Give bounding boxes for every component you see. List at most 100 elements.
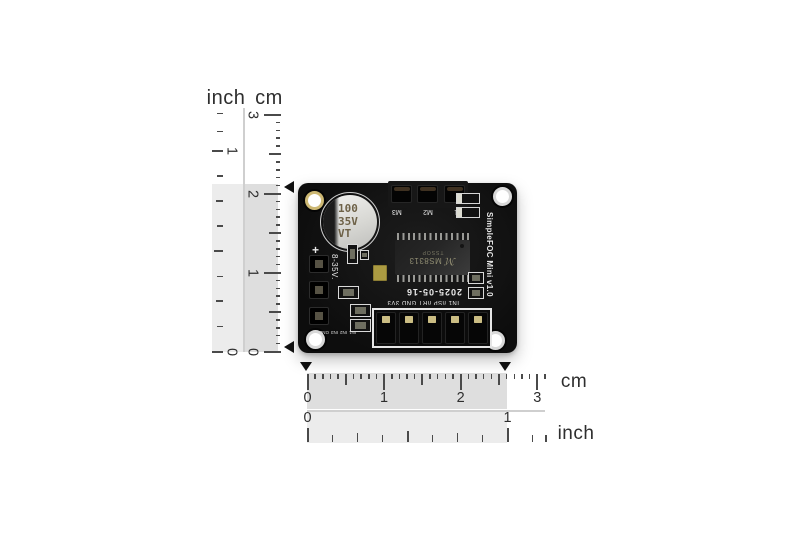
v-cm-tick-minor: [276, 129, 280, 132]
capacitor-voltage: 35V: [338, 214, 358, 228]
v-cm-tick-minor: [276, 303, 280, 305]
h-cm-tick-major: [383, 374, 386, 390]
v-inch-tick-eighth: [217, 175, 223, 177]
h-inch-tick-eighth: [545, 435, 547, 442]
h-cm-tick-minor: [513, 374, 516, 379]
v-cm-tick-minor: [276, 224, 280, 226]
corner-label-in1: IN1: [349, 330, 357, 335]
v-cm-tick-half: [269, 311, 281, 313]
board-height-shade-inch: [212, 184, 244, 352]
power-plus-label: +: [312, 243, 320, 257]
h-inch-number: 0: [303, 410, 312, 426]
v-cm-tick-major: [264, 113, 281, 116]
v-cm-tick-minor: [276, 263, 280, 266]
ic-pin1-dot: [460, 244, 464, 248]
header-pin-column: [376, 312, 396, 344]
h-cm-tick-minor: [413, 374, 416, 379]
date-code: 2025-05-16: [405, 287, 463, 297]
v-inch-number: 0: [223, 347, 240, 356]
h-inch-tick-eighth: [531, 435, 534, 442]
v-inch-tick-eighth: [217, 130, 223, 133]
header-pin-labels: IN1 nSP nRT GND 3V3: [387, 299, 459, 305]
v-cm-tick-minor: [276, 208, 280, 211]
v-cm-number: 3: [244, 110, 261, 119]
h-cm-tick-minor: [475, 374, 477, 379]
h-cm-tick-minor: [329, 374, 332, 379]
v-cm-tick-minor: [276, 240, 280, 242]
smd-resistor-6: [468, 272, 484, 284]
h-inch-tick-major: [506, 428, 509, 442]
v-inch-tick-eighth: [217, 225, 223, 227]
board-width-shade-cm: [307, 373, 507, 409]
corner-label-in2: IN2: [340, 330, 348, 335]
smd-resistor-4: [350, 304, 371, 317]
h-cm-tick-minor: [352, 374, 355, 379]
v-cm-tick-minor: [276, 248, 280, 250]
horizontal-ruler-inch-label: inch: [557, 423, 595, 444]
v-inch-tick-eighth: [217, 325, 223, 328]
h-inch-number: 1: [503, 410, 512, 426]
h-cm-tick-minor: [337, 374, 339, 379]
h-cm-tick-minor: [360, 374, 362, 379]
width-marker-right-icon: [499, 362, 511, 371]
h-cm-tick-minor: [322, 374, 324, 379]
h-cm-tick-minor: [368, 374, 370, 379]
v-cm-tick-minor: [276, 287, 280, 290]
v-cm-tick-major: [264, 350, 281, 353]
v-cm-tick-minor: [276, 200, 280, 203]
motor-label-m2: M2: [423, 208, 433, 215]
smd-resistor-7: [468, 287, 484, 299]
v-cm-tick-minor: [276, 327, 280, 329]
h-inch-tick-half: [406, 431, 409, 442]
status-led-1: [456, 193, 480, 204]
motor-label-m3: M3: [392, 208, 402, 215]
h-cm-tick-minor: [314, 374, 316, 379]
header-pin-column: [468, 312, 488, 344]
h-cm-tick-minor: [429, 374, 431, 379]
corner-label-gnd: GND: [319, 330, 329, 335]
v-inch-tick-eighth: [217, 275, 223, 278]
h-cm-tick-minor: [444, 374, 447, 379]
ic-package: TSSOP: [421, 249, 444, 255]
h-inch-tick-eighth: [431, 435, 434, 442]
vertical-ruler-inch-label: inch: [206, 87, 246, 109]
h-cm-tick-half: [498, 374, 500, 385]
capacitor-value: 100: [338, 202, 358, 216]
power-pad-1: [309, 255, 329, 273]
capacitor-label: 100 35V VT: [338, 199, 376, 245]
v-cm-tick-minor: [276, 145, 280, 147]
smd-capacitor-yellow: [373, 265, 387, 281]
brand-label: SimpleFOC Mini v1.0: [485, 212, 494, 297]
smd-resistor-2: [360, 250, 369, 260]
signal-header-2x5: [372, 308, 492, 348]
v-cm-tick-minor: [276, 255, 280, 258]
v-cm-tick-minor: [276, 216, 280, 218]
v-inch-tick-quarter: [216, 200, 223, 202]
driver-ic: ℳMS8313 TSSOP: [395, 240, 470, 275]
h-inch-tick-major: [306, 428, 309, 442]
ic-pins-top: [397, 233, 469, 240]
h-cm-tick-minor: [482, 374, 485, 379]
h-cm-tick-minor: [528, 374, 531, 379]
ic-part-number: MS8313: [409, 256, 442, 265]
motor-terminal-m2: [417, 185, 439, 203]
smd-resistor-5: [350, 319, 371, 332]
h-cm-tick-minor: [490, 374, 493, 379]
h-cm-tick-minor: [505, 374, 508, 379]
v-inch-tick-major: [212, 350, 223, 353]
v-cm-tick-minor: [276, 334, 280, 337]
h-cm-tick-major: [459, 374, 462, 390]
h-cm-tick-major: [306, 374, 309, 390]
height-marker-bottom-icon: [284, 341, 294, 353]
h-cm-tick-major: [536, 374, 539, 390]
h-inch-tick-quarter: [356, 433, 359, 442]
v-cm-number: 0: [244, 347, 261, 356]
corner-pin-labels: GND IN3 IN2 IN1: [319, 330, 356, 335]
v-cm-tick-minor: [276, 319, 280, 321]
header-pin-column: [399, 312, 419, 344]
v-cm-tick-minor: [276, 295, 280, 297]
electrolytic-capacitor: 100 35V VT: [323, 195, 377, 249]
v-inch-tick-half: [214, 250, 223, 253]
v-cm-number: 2: [244, 189, 261, 198]
